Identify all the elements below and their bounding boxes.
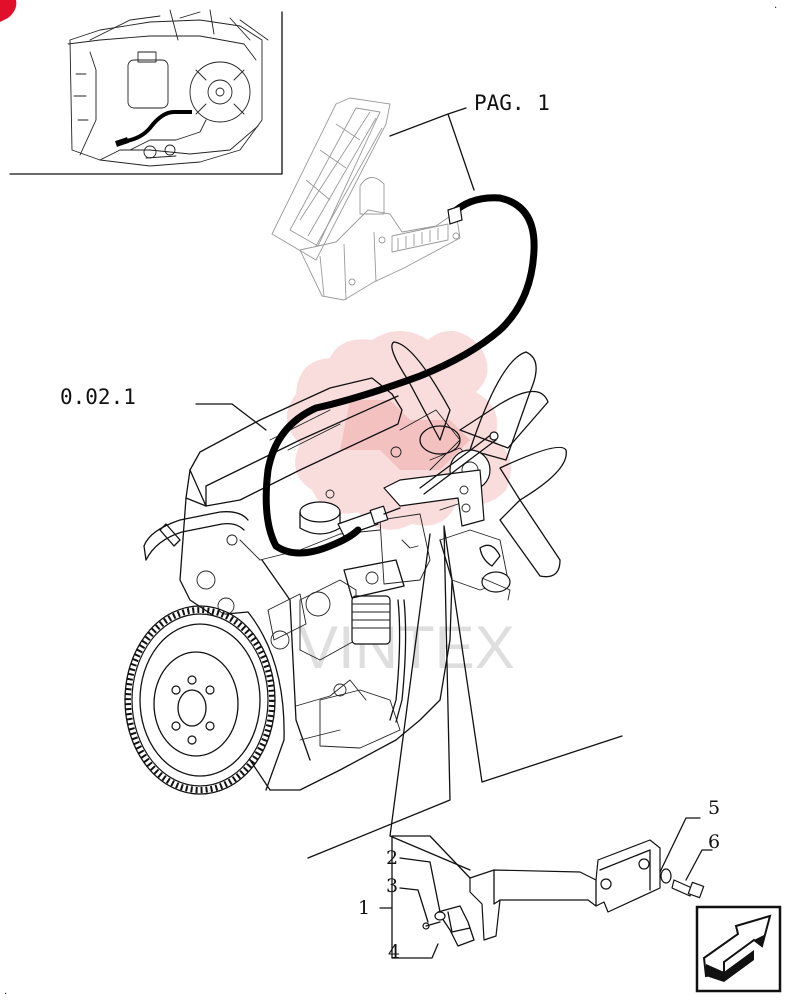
location-inset [9,9,283,175]
detail-leader-lines [307,525,623,871]
engine-reference: 0.02.1 [60,385,136,409]
callout-3: 3 [386,875,398,897]
watermark: VINTEX [286,330,515,681]
callout-6: 6 [708,831,720,853]
corner-marker [0,0,17,22]
watermark-text: VINTEX [298,614,515,681]
callout-5: 5 [708,797,720,819]
callout-leaders [379,817,713,959]
next-page-arrow-icon[interactable] [695,905,782,993]
bracket-detail [422,839,705,947]
page-reference: PAG. 1 [474,91,550,115]
callout-1: 1 [358,897,370,919]
engine-assembly [124,341,567,795]
corner-dot-top-right: . [774,0,777,11]
corner-dot-bottom-left: . [4,986,7,997]
accelerator-pedal [271,97,461,301]
throttle-cable [262,194,538,557]
page-ref-leader [389,107,475,191]
engine-ref-leader [195,403,267,431]
callout-2: 2 [386,847,398,869]
cable-end-pedal [447,205,463,225]
callout-4: 4 [388,941,400,963]
flywheel [124,605,285,795]
